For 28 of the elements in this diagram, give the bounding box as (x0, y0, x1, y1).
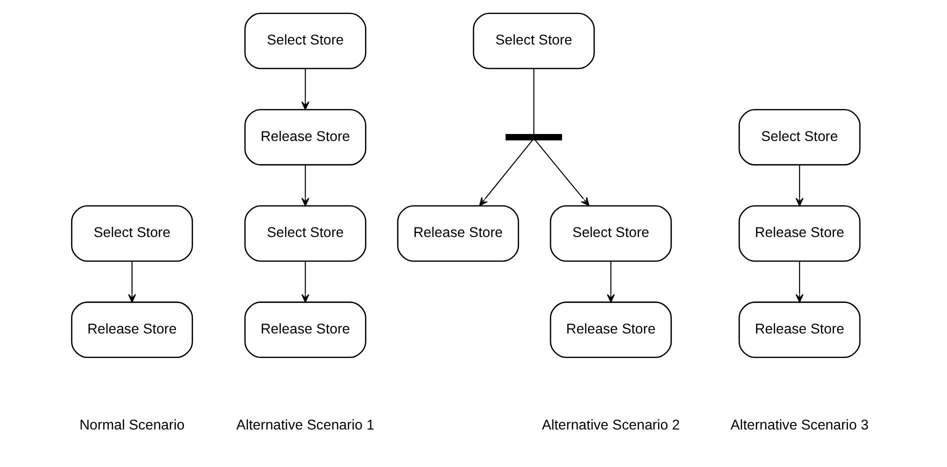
node-box: Release Store (397, 205, 520, 262)
node-box: Select Store (472, 12, 595, 70)
node-box: Select Store (550, 205, 672, 262)
arrow (534, 140, 590, 206)
label: Normal Scenario (79, 416, 185, 433)
node-box: Select Store (244, 205, 366, 262)
node-box: Release Store (244, 108, 366, 166)
node-box: Release Store (71, 302, 194, 358)
arrow (128, 261, 136, 303)
arrow (479, 140, 534, 206)
node-bar (506, 134, 562, 140)
node-box: Release Store (738, 205, 861, 262)
node-box: Select Store (244, 12, 366, 70)
node-box: Select Store (71, 205, 194, 262)
arrow (301, 165, 310, 206)
node-box: Release Store (738, 302, 861, 358)
arrow (796, 165, 804, 206)
node-box: Release Store (550, 302, 672, 358)
node-box: Select Store (738, 108, 861, 166)
arrow (796, 261, 804, 303)
arrow (301, 68, 310, 110)
label: Alternative Scenario 1 (236, 416, 374, 433)
label: Alternative Scenario 2 (542, 416, 680, 433)
node-box: Release Store (244, 302, 366, 358)
label: Alternative Scenario 3 (730, 416, 869, 433)
connector (533, 68, 534, 134)
arrow (606, 261, 615, 303)
arrow (301, 261, 310, 303)
